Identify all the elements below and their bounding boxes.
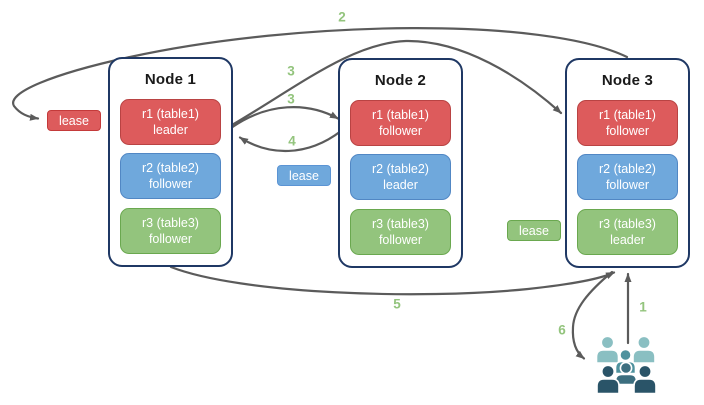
node3-replica-r2: r2 (table2) follower bbox=[577, 154, 678, 200]
replica-role: leader bbox=[383, 178, 418, 192]
replica-role: follower bbox=[378, 124, 423, 138]
step-label-3-short: 3 bbox=[287, 91, 295, 107]
node1-replica-r3: r3 (table3) follower bbox=[120, 208, 221, 254]
node-2: Node 2 r1 (table1) follower r2 (table2) … bbox=[338, 58, 463, 268]
replica-name: r2 (table2) bbox=[599, 162, 656, 176]
step-label-5: 5 bbox=[393, 296, 401, 312]
replica-role: follower bbox=[148, 177, 193, 191]
replica-name: r3 (table3) bbox=[599, 217, 656, 231]
arrow-step-4 bbox=[238, 129, 343, 153]
lease-label-blue: lease bbox=[277, 165, 331, 186]
replica-name: r2 (table2) bbox=[372, 162, 429, 176]
replica-role: follower bbox=[148, 232, 193, 246]
replica-role: leader bbox=[153, 123, 188, 137]
replica-name: r1 (table1) bbox=[599, 108, 656, 122]
node2-replica-r3: r3 (table3) follower bbox=[350, 209, 451, 255]
replica-role: follower bbox=[378, 233, 423, 247]
replica-role: follower bbox=[605, 124, 650, 138]
lease-label-green: lease bbox=[507, 220, 561, 241]
node-1-title: Node 1 bbox=[144, 71, 197, 88]
step-label-6: 6 bbox=[558, 322, 566, 338]
node3-replica-r3: r3 (table3) leader bbox=[577, 209, 678, 255]
replica-role: follower bbox=[605, 178, 650, 192]
arrow-step-3-short bbox=[229, 106, 340, 130]
step-label-3-long: 3 bbox=[287, 63, 295, 79]
arrow-step-6 bbox=[571, 270, 614, 360]
node1-replica-r1: r1 (table1) leader bbox=[120, 99, 221, 145]
node-2-title: Node 2 bbox=[374, 72, 427, 89]
replica-name: r3 (table3) bbox=[142, 216, 199, 230]
step-label-2: 2 bbox=[338, 9, 346, 25]
node-3-title: Node 3 bbox=[601, 72, 654, 89]
arrow-step-5 bbox=[169, 265, 616, 296]
step-label-4: 4 bbox=[288, 133, 296, 149]
lease-label-red: lease bbox=[47, 110, 101, 131]
node-3: Node 3 r1 (table1) follower r2 (table2) … bbox=[565, 58, 690, 268]
node1-replica-r2: r2 (table2) follower bbox=[120, 153, 221, 199]
replica-role: leader bbox=[610, 233, 645, 247]
replica-name: r1 (table1) bbox=[372, 108, 429, 122]
node2-replica-r2: r2 (table2) leader bbox=[350, 154, 451, 200]
node3-replica-r1: r1 (table1) follower bbox=[577, 100, 678, 146]
people-group-icon bbox=[595, 335, 657, 395]
node2-replica-r1: r1 (table1) follower bbox=[350, 100, 451, 146]
replica-name: r2 (table2) bbox=[142, 161, 199, 175]
replica-name: r3 (table3) bbox=[372, 217, 429, 231]
node-1: Node 1 r1 (table1) leader r2 (table2) fo… bbox=[108, 57, 233, 267]
step-label-1: 1 bbox=[639, 299, 647, 315]
arrow-step-3-long bbox=[230, 39, 563, 127]
arrow-step-2 bbox=[12, 27, 629, 121]
replica-name: r1 (table1) bbox=[142, 107, 199, 121]
